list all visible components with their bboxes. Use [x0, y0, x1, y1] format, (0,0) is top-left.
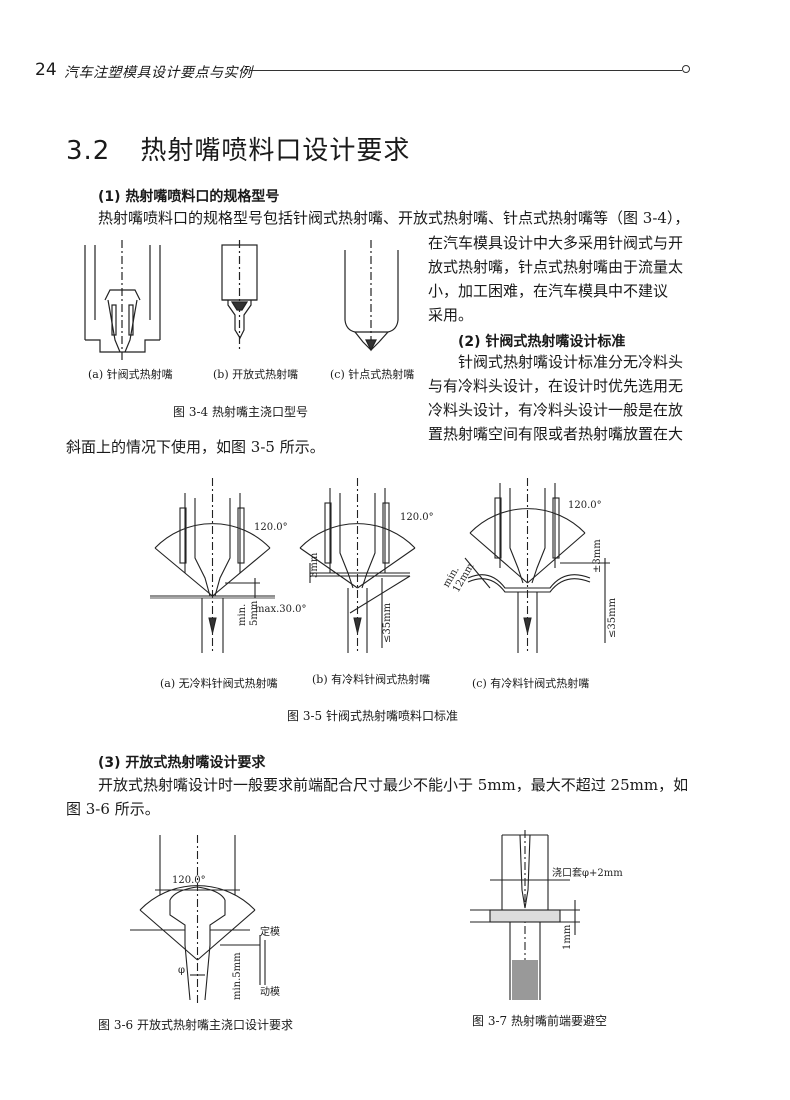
fig35b-angle-label: 120.0° [400, 512, 434, 523]
fig35-caption-c: (c) 有冷料针阀式热射嘴 [472, 677, 590, 690]
fig35b-35mm-label: ≤35mm [382, 602, 393, 643]
page-number: 24 [35, 60, 57, 80]
fig35a-5mm-label: 5mm [249, 600, 260, 626]
figure-3-6-drawing: 120.0° 定模 动模 φ min.5mm [130, 835, 280, 1005]
s1-line-5: 采用。 [428, 306, 474, 324]
fig36-fixed-mold-label: 定模 [260, 925, 280, 938]
s3-line-2: 图 3-6 所示。 [66, 800, 160, 818]
fig35a-angle-label: 120.0° [254, 522, 288, 533]
fig36-phi-label: φ [178, 965, 185, 976]
section-title-text: 热射嘴喷料口设计要求 [140, 136, 411, 166]
fig35c-pm3mm-label: ±3mm [592, 539, 603, 573]
s2-line-5: 斜面上的情况下使用，如图 3-5 所示。 [66, 438, 325, 456]
header-rule [250, 70, 682, 71]
subsection-2-heading: (2) 针阀式热射嘴设计标准 [458, 334, 626, 350]
fig37-1mm-label: 1mm [562, 924, 573, 950]
fig36-min5-label: min.5mm [232, 952, 243, 1000]
fig37-caption: 图 3-7 热射嘴前端要避空 [472, 1014, 607, 1028]
s2-line-3: 冷料头设计，有冷料头设计一般是在放 [428, 401, 684, 419]
fig35a-max-angle-label: max.30.0° [255, 604, 307, 615]
s2-line-4: 置热射嘴空间有限或者热射嘴放置在大 [428, 425, 684, 443]
section-number: 3.2 [66, 136, 111, 166]
s1-line-4: 小，加工困难，在汽车模具中不建议 [428, 282, 669, 300]
fig37-sleeve-label: 浇口套φ+2mm [552, 866, 623, 879]
s1-line-1: 热射嘴喷料口的规格型号包括针阀式热射嘴、开放式热射嘴、针点式热射嘴等（图 3-4… [98, 209, 690, 227]
section-title: 3.2 热射嘴喷料口设计要求 [66, 130, 410, 167]
figure-3-5-drawing: 120.0° max.30.0° min. 5mm 120.0° 3mm ≤35… [150, 478, 618, 653]
fig34-caption-a: (a) 针阀式热射嘴 [88, 368, 173, 381]
fig37-shaded-part [512, 960, 538, 1000]
fig35c-35mm-label: ≤35mm [607, 597, 618, 638]
fig35-caption-b: (b) 有冷料针阀式热射嘴 [312, 673, 431, 686]
fig36-moving-mold-label: 动模 [260, 986, 280, 998]
fig35-caption-a: (a) 无冷料针阀式热射嘴 [160, 677, 278, 690]
fig35b-3mm-label: 3mm [309, 552, 320, 578]
s1-line-3: 放式热射嘴，针点式热射嘴由于流量太 [428, 258, 684, 276]
fig35a-min-label: min. [237, 604, 248, 626]
header-rule-end-dot [682, 65, 690, 73]
fig34-caption-c: (c) 针点式热射嘴 [330, 368, 415, 381]
fig36-angle-label: 120.0° [172, 875, 206, 886]
subsection-1-heading: (1) 热射嘴喷料口的规格型号 [98, 189, 280, 205]
subsection-3-heading: (3) 开放式热射嘴设计要求 [98, 755, 266, 771]
s2-line-1: 针阀式热射嘴设计标准分无冷料头 [458, 353, 684, 371]
fig35-caption: 图 3-5 针阀式热射嘴喷料口标准 [287, 709, 458, 723]
fig34-caption-b: (b) 开放式热射嘴 [213, 368, 299, 381]
fig34-caption: 图 3-4 热射嘴主浇口型号 [173, 405, 308, 419]
fig35c-angle-label: 120.0° [568, 500, 602, 511]
figure-3-7-drawing: 浇口套φ+2mm 1mm [470, 830, 623, 1000]
s2-line-2: 与有冷料头设计，在设计时优先选用无 [428, 377, 684, 395]
s3-line-1: 开放式热射嘴设计时一般要求前端配合尺寸最少不能小于 5mm，最大不超过 25mm… [98, 776, 689, 794]
figure-3-4-drawing [84, 240, 399, 360]
running-header-title: 汽车注塑模具设计要点与实例 [64, 65, 253, 81]
fig36-caption: 图 3-6 开放式热射嘴主浇口设计要求 [98, 1018, 293, 1032]
s1-line-2: 在汽车模具设计中大多采用针阀式与开 [428, 234, 684, 252]
